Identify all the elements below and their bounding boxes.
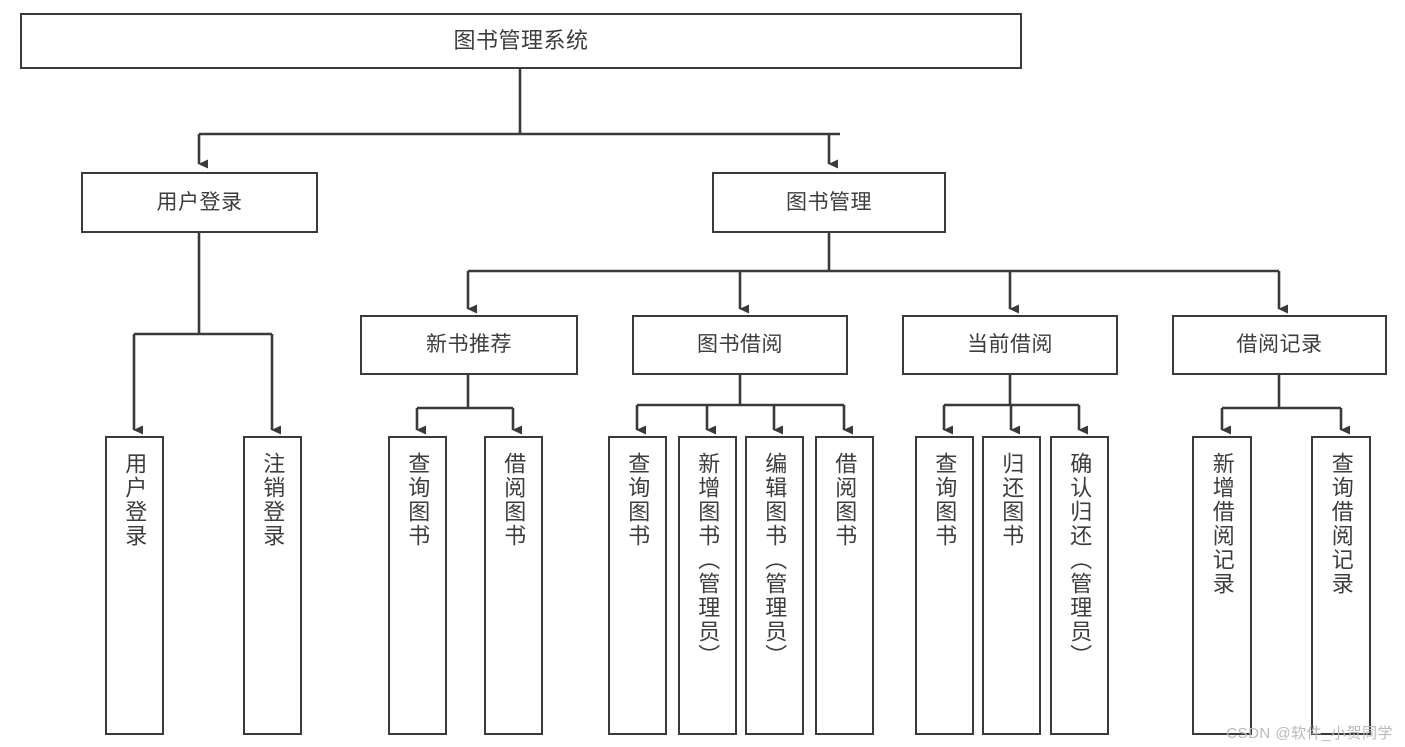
node-leaf-edit-book-admin[interactable]: 编辑图书（管理员） — [745, 436, 804, 735]
node-book-borrow[interactable]: 图书借阅 — [632, 315, 848, 375]
node-leaf-query-borrow-record[interactable]: 查询借阅记录 — [1311, 436, 1371, 735]
node-leaf-borrow-book-1[interactable]: 借阅图书 — [484, 436, 543, 735]
node-root[interactable]: 图书管理系统 — [20, 13, 1022, 69]
node-leaf-add-borrow-record-label: 新增借阅记录 — [1209, 452, 1235, 596]
node-new-book-recommend-label: 新书推荐 — [426, 333, 512, 357]
node-leaf-query-book-3[interactable]: 查询图书 — [915, 436, 974, 735]
node-leaf-add-borrow-record[interactable]: 新增借阅记录 — [1192, 436, 1252, 735]
watermark-label: CSDN @软件_小贺同学 — [1226, 725, 1393, 742]
node-book-management-label: 图书管理 — [786, 190, 872, 214]
node-leaf-query-borrow-record-label: 查询借阅记录 — [1328, 452, 1354, 596]
node-leaf-logout-login-label: 注销登录 — [260, 452, 286, 548]
node-leaf-edit-book-admin-label: 编辑图书（管理员） — [762, 452, 788, 668]
node-current-borrow-label: 当前借阅 — [967, 333, 1053, 357]
node-leaf-query-book-2[interactable]: 查询图书 — [608, 436, 667, 735]
node-book-management[interactable]: 图书管理 — [712, 172, 946, 233]
node-leaf-query-book-1-label: 查询图书 — [405, 452, 431, 548]
node-leaf-query-book-1[interactable]: 查询图书 — [388, 436, 447, 735]
node-leaf-add-book-admin[interactable]: 新增图书（管理员） — [678, 436, 737, 735]
node-leaf-return-book[interactable]: 归还图书 — [982, 436, 1041, 735]
node-user-login-label: 用户登录 — [156, 190, 243, 214]
node-borrow-record-label: 借阅记录 — [1236, 333, 1323, 357]
node-borrow-record[interactable]: 借阅记录 — [1172, 315, 1387, 375]
node-root-label: 图书管理系统 — [453, 27, 589, 53]
node-leaf-borrow-book-2[interactable]: 借阅图书 — [815, 436, 874, 735]
node-user-login[interactable]: 用户登录 — [81, 172, 318, 233]
node-leaf-query-book-3-label: 查询图书 — [932, 452, 958, 548]
node-current-borrow[interactable]: 当前借阅 — [902, 315, 1118, 375]
node-leaf-user-login[interactable]: 用户登录 — [105, 436, 164, 735]
node-leaf-borrow-book-2-label: 借阅图书 — [832, 452, 858, 548]
node-leaf-confirm-return-admin-label: 确认归还（管理员） — [1067, 452, 1093, 668]
node-book-borrow-label: 图书借阅 — [697, 333, 783, 357]
node-new-book-recommend[interactable]: 新书推荐 — [360, 315, 578, 375]
node-leaf-return-book-label: 归还图书 — [999, 452, 1025, 548]
node-leaf-borrow-book-1-label: 借阅图书 — [501, 452, 527, 548]
node-leaf-logout-login[interactable]: 注销登录 — [243, 436, 302, 735]
node-leaf-user-login-label: 用户登录 — [122, 452, 148, 548]
node-leaf-query-book-2-label: 查询图书 — [625, 452, 651, 548]
node-leaf-confirm-return-admin[interactable]: 确认归还（管理员） — [1050, 436, 1109, 735]
node-leaf-add-book-admin-label: 新增图书（管理员） — [695, 452, 721, 668]
